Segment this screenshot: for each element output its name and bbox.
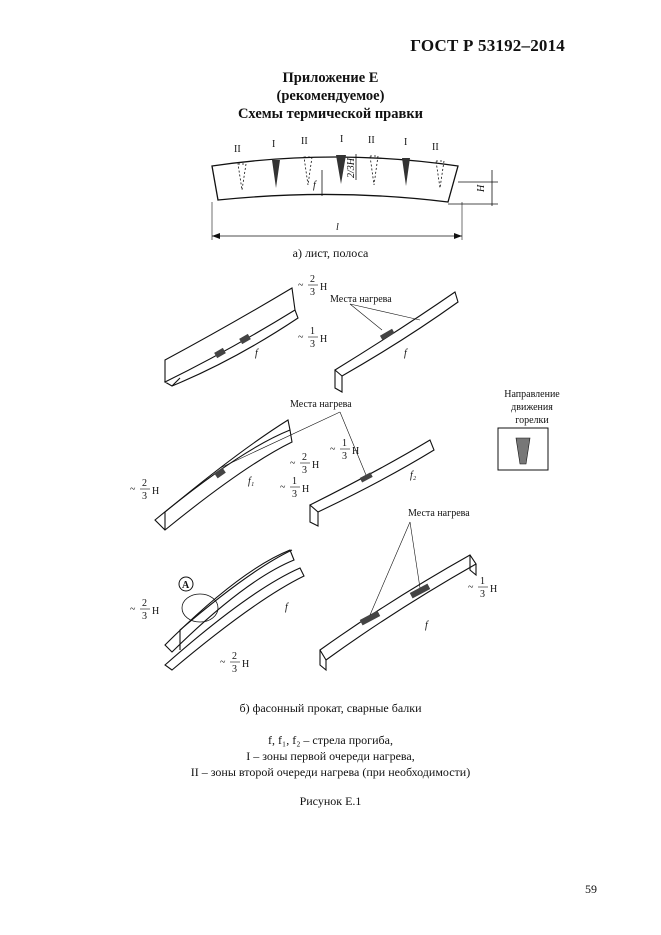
zone-mark: I	[404, 137, 407, 148]
zone-mark: II	[368, 135, 375, 146]
svg-text:3: 3	[310, 339, 315, 350]
svg-text:3: 3	[292, 489, 297, 500]
f2-label: f₂	[410, 470, 417, 481]
svg-text:3: 3	[342, 451, 347, 462]
svg-text:H: H	[152, 606, 159, 617]
heating-zones	[214, 328, 431, 626]
figure-b-caption: б) фасонный прокат, сварные балки	[239, 701, 422, 715]
zone-mark: II	[301, 136, 308, 147]
svg-text:~: ~	[220, 657, 226, 668]
appendix-status: (рекомендуемое)	[276, 88, 385, 104]
figure-label: Рисунок Е.1	[299, 794, 362, 808]
figure-a-caption: а) лист, полоса	[292, 246, 369, 260]
svg-text:H: H	[302, 484, 309, 495]
legend-line-3: II – зоны второй очереди нагрева (при не…	[190, 765, 471, 779]
svg-text:2: 2	[310, 274, 315, 285]
svg-text:1: 1	[480, 576, 485, 587]
box-beam-top	[319, 554, 477, 661]
height-label: H	[476, 184, 487, 193]
fraction-one-third-4: ~ 1 3 H	[468, 576, 497, 600]
heating-wedges	[272, 155, 410, 188]
dashed-wedges	[237, 155, 445, 191]
svg-text:H: H	[352, 446, 359, 457]
fraction-one-third-3: ~ 1 3 H	[280, 476, 309, 500]
deflection-label: f	[313, 180, 317, 191]
heating-places-label: Места нагрева	[330, 294, 392, 305]
fraction-two-thirds-3: ~ 2 3 H	[290, 452, 319, 476]
svg-text:3: 3	[142, 491, 147, 502]
plate-outline	[211, 156, 459, 203]
heating-places-label: Места нагрева	[290, 399, 352, 410]
svg-text:2: 2	[142, 598, 147, 609]
torch-direction-label: Направление движения горелки	[504, 389, 560, 426]
svg-text:~: ~	[130, 484, 136, 495]
fraction-two-thirds-1: ~ 2 3 H	[298, 274, 327, 298]
svg-text:1: 1	[310, 326, 315, 337]
standard-code: ГОСТ Р 53192–2014	[410, 36, 565, 55]
svg-text:3: 3	[302, 465, 307, 476]
torch-inset	[497, 427, 549, 471]
svg-text:H: H	[152, 486, 159, 497]
svg-text:1: 1	[342, 438, 347, 449]
appendix-title: Приложение Е	[282, 70, 379, 86]
fraction-one-third-2: ~ 1 3 H	[330, 438, 359, 462]
svg-text:~: ~	[130, 604, 136, 615]
appendix-name: Схемы термической правки	[237, 106, 424, 122]
legend-line-2: I – зоны первой очереди нагрева,	[246, 749, 415, 763]
f1-label: f₁	[248, 476, 254, 487]
channel-medium-top	[309, 439, 435, 513]
leader-lines	[219, 303, 421, 616]
svg-text:2: 2	[232, 651, 237, 662]
two-thirds-label: 2/3H	[346, 157, 357, 178]
svg-text:H: H	[312, 460, 319, 471]
fraction-two-thirds-4: ~ 2 3 H	[130, 598, 159, 622]
fraction-one-third-1: ~ 1 3 H	[298, 326, 327, 350]
svg-text:~: ~	[290, 458, 296, 469]
zone-mark: I	[272, 139, 275, 150]
length-label: l	[336, 222, 339, 233]
svg-text:2: 2	[302, 452, 307, 463]
figure-a-plate-diagram: II I II I II I II f 2/3H H l	[211, 134, 498, 240]
zone-mark: II	[234, 144, 241, 155]
svg-text:~: ~	[330, 444, 336, 455]
angle-1-flange	[163, 309, 299, 387]
svg-text:1: 1	[292, 476, 297, 487]
page-number: 59	[585, 882, 597, 896]
callout-circle	[178, 576, 194, 592]
svg-text:3: 3	[142, 611, 147, 622]
zone-mark: II	[432, 142, 439, 153]
fraction-two-thirds-5: ~ 2 3 H	[220, 651, 249, 675]
beam-flange	[164, 549, 295, 653]
svg-text:3: 3	[232, 664, 237, 675]
figure-b-profiles-diagram: Места нагрева Места нагрева Места нагрев…	[130, 274, 549, 675]
callout-label: А	[182, 580, 190, 591]
svg-text:H: H	[490, 584, 497, 595]
f-label: f	[425, 620, 429, 631]
angle-2-flange	[154, 429, 293, 531]
f-label: f	[255, 348, 259, 359]
legend-line-1: f, f₁, f₂ – стрела прогиба,	[268, 733, 393, 747]
f-label: f	[285, 602, 289, 613]
f-label: f	[404, 348, 408, 359]
svg-text:H: H	[320, 334, 327, 345]
angle-1-web	[164, 287, 296, 382]
heating-places-label: Места нагрева	[408, 508, 470, 519]
zone-mark: I	[340, 134, 343, 145]
channel-small-top	[334, 291, 459, 377]
svg-text:~: ~	[298, 280, 304, 291]
svg-text:~: ~	[298, 332, 304, 343]
svg-text:H: H	[242, 659, 249, 670]
svg-text:~: ~	[280, 482, 286, 493]
fraction-two-thirds-2: ~ 2 3 H	[130, 478, 159, 502]
svg-text:3: 3	[480, 589, 485, 600]
svg-text:H: H	[320, 282, 327, 293]
svg-text:3: 3	[310, 287, 315, 298]
svg-text:2: 2	[142, 478, 147, 489]
svg-text:~: ~	[468, 582, 474, 593]
